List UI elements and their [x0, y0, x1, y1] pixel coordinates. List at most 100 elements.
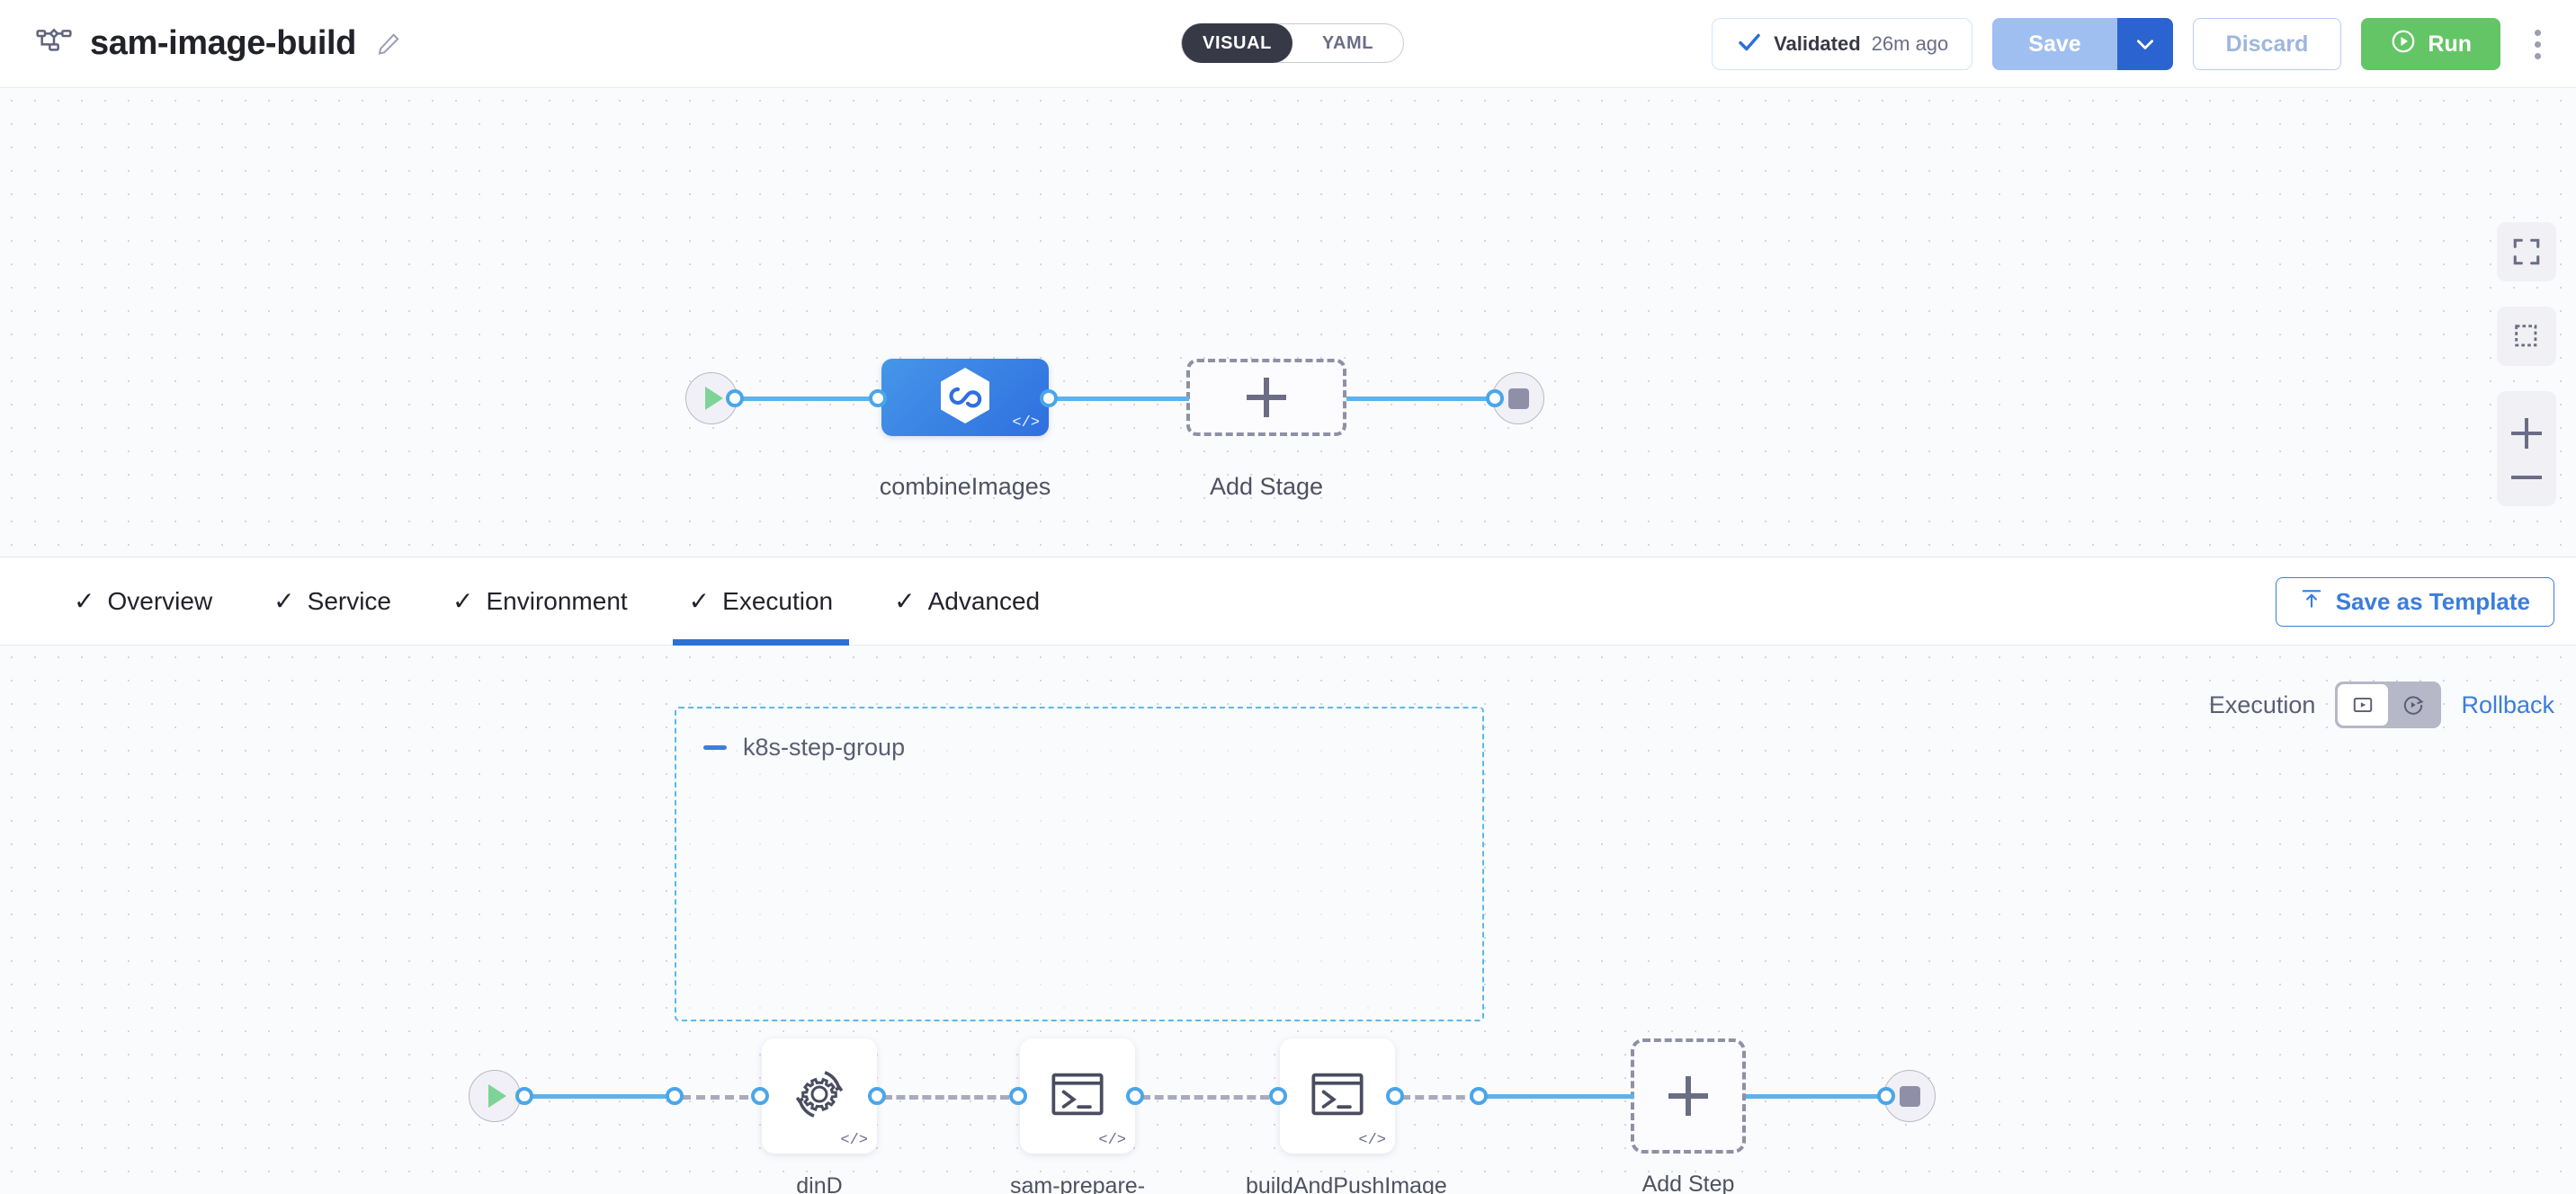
- exec-start-port[interactable]: [515, 1087, 533, 1105]
- add-step-label: Add Step: [1641, 1172, 1735, 1194]
- upload-template-icon: [2300, 587, 2323, 617]
- canvas-controls: [2497, 222, 2556, 506]
- link-build-to-groupend: [1401, 1095, 1479, 1100]
- play-circle-icon: [2390, 28, 2417, 61]
- step-group-header[interactable]: k8s-step-group: [703, 734, 905, 762]
- add-stage-label: Add Stage: [1209, 473, 1324, 500]
- save-button[interactable]: Save: [1992, 18, 2117, 70]
- stage-node-combineimages[interactable]: </>: [881, 359, 1049, 436]
- check-icon: ✓: [894, 587, 916, 615]
- stop-icon: [1507, 388, 1529, 409]
- plus-icon: [1668, 1076, 1708, 1116]
- zoom-out-icon[interactable]: [2511, 476, 2542, 479]
- minus-icon[interactable]: [703, 745, 727, 750]
- visual-yaml-toggle[interactable]: VISUAL YAML: [1181, 23, 1404, 63]
- page-title: sam-image-build: [90, 24, 356, 62]
- plus-icon: [1247, 378, 1286, 417]
- header-left: sam-image-build: [0, 24, 405, 64]
- step-label-sam-prepare-build: sam-prepare-build: [1009, 1173, 1146, 1194]
- tab-label: Execution: [722, 586, 834, 615]
- tab-advanced[interactable]: ✓ Advanced: [863, 557, 1070, 646]
- execution-canvas[interactable]: Execution Rollback: [0, 646, 2576, 1194]
- run-button[interactable]: Run: [2361, 18, 2500, 70]
- pencil-icon[interactable]: [372, 28, 405, 60]
- gear-rotate-icon: [790, 1065, 849, 1128]
- link-addstage-to-end: [1346, 397, 1499, 401]
- exec-end-port[interactable]: [1877, 1087, 1895, 1105]
- dind-input-port[interactable]: [751, 1087, 769, 1105]
- end-port[interactable]: [1486, 389, 1504, 407]
- run-label: Run: [2428, 31, 2472, 57]
- stage-tabbar: ✓ Overview ✓ Service ✓ Environment ✓ Exe…: [0, 557, 2576, 646]
- save-as-template-button[interactable]: Save as Template: [2275, 577, 2554, 627]
- tab-list: ✓ Overview ✓ Service ✓ Environment ✓ Exe…: [0, 557, 1070, 646]
- link-group-to-dind: [682, 1095, 763, 1100]
- check-icon: ✓: [688, 587, 711, 615]
- check-icon: ✓: [74, 587, 95, 615]
- step-label-dind: dinD: [796, 1173, 843, 1194]
- add-step-button[interactable]: [1631, 1038, 1746, 1154]
- link-stage-to-addstage: [1054, 397, 1189, 401]
- step-node-sam-prepare-build[interactable]: </>: [1020, 1038, 1135, 1154]
- link-prepare-to-build: [1141, 1095, 1269, 1100]
- add-stage-button[interactable]: [1186, 359, 1346, 436]
- tab-label: Environment: [486, 586, 628, 615]
- group-output-port[interactable]: [1470, 1087, 1488, 1105]
- tab-label: Overview: [107, 586, 213, 615]
- build-output-port[interactable]: [1386, 1087, 1404, 1105]
- save-split-button[interactable]: Save: [1992, 18, 2173, 70]
- link-addstep-to-end: [1746, 1094, 1884, 1099]
- mode-option-yaml[interactable]: YAML: [1321, 32, 1374, 53]
- chevron-down-icon[interactable]: [2116, 18, 2173, 70]
- fit-to-screen-button[interactable]: [2497, 222, 2556, 281]
- zoom-controls[interactable]: [2497, 391, 2556, 506]
- rollback-label[interactable]: Rollback: [2461, 691, 2554, 718]
- step-code-badge: </>: [1358, 1132, 1386, 1149]
- rotate-play-icon[interactable]: [2388, 684, 2438, 726]
- tab-overview[interactable]: ✓ Overview: [43, 557, 243, 646]
- tab-service[interactable]: ✓ Service: [243, 557, 422, 646]
- dind-output-port[interactable]: [868, 1087, 886, 1105]
- tab-label: Service: [307, 586, 392, 615]
- save-as-template-label: Save as Template: [2335, 588, 2530, 615]
- step-group-k8s[interactable]: k8s-step-group: [675, 707, 1484, 1021]
- prepare-output-port[interactable]: [1126, 1087, 1144, 1105]
- pipeline-flow-icon: [34, 24, 74, 64]
- link-group-to-addstep: [1483, 1094, 1634, 1099]
- step-code-badge: </>: [1098, 1132, 1126, 1149]
- validated-label: Validated: [1774, 32, 1861, 55]
- step-node-buildandpushimage[interactable]: </>: [1280, 1038, 1395, 1154]
- select-area-button[interactable]: [2497, 307, 2556, 366]
- stage-code-badge: </>: [1012, 414, 1040, 432]
- check-icon: [1736, 29, 1763, 60]
- zoom-in-icon[interactable]: [2511, 418, 2542, 449]
- play-icon: [704, 387, 723, 410]
- harness-cd-hexagon-icon: [937, 366, 993, 430]
- app-header: sam-image-build VISUAL YAML Validated 26…: [0, 0, 2576, 88]
- prepare-input-port[interactable]: [1009, 1087, 1027, 1105]
- step-node-dind[interactable]: </>: [762, 1038, 877, 1154]
- build-input-port[interactable]: [1269, 1087, 1287, 1105]
- stage-input-port[interactable]: [869, 389, 887, 407]
- tab-environment[interactable]: ✓ Environment: [422, 557, 658, 646]
- stage-canvas[interactable]: </> combineImages Add Stage: [0, 89, 2576, 557]
- status-badge-validated: Validated 26m ago: [1712, 18, 1973, 70]
- check-icon: ✓: [452, 587, 474, 615]
- link-start-to-stage: [739, 397, 883, 401]
- tab-execution[interactable]: ✓ Execution: [658, 557, 863, 646]
- link-dind-to-prepare: [883, 1095, 1009, 1100]
- view-segment-control[interactable]: [2335, 682, 2442, 728]
- terminal-icon: [1309, 1069, 1366, 1124]
- group-input-port[interactable]: [666, 1087, 684, 1105]
- play-rect-icon[interactable]: [2338, 684, 2389, 726]
- execution-rollback-toggle: Execution Rollback: [2209, 682, 2554, 728]
- stage-label: combineImages: [879, 473, 1051, 500]
- validated-time: 26m ago: [1871, 32, 1949, 55]
- discard-button[interactable]: Discard: [2192, 18, 2342, 70]
- step-group-title: k8s-step-group: [743, 734, 906, 761]
- start-port[interactable]: [726, 389, 744, 407]
- mode-option-visual[interactable]: VISUAL: [1182, 23, 1292, 63]
- stage-output-port[interactable]: [1040, 389, 1058, 407]
- kebab-menu-icon[interactable]: [2520, 18, 2554, 70]
